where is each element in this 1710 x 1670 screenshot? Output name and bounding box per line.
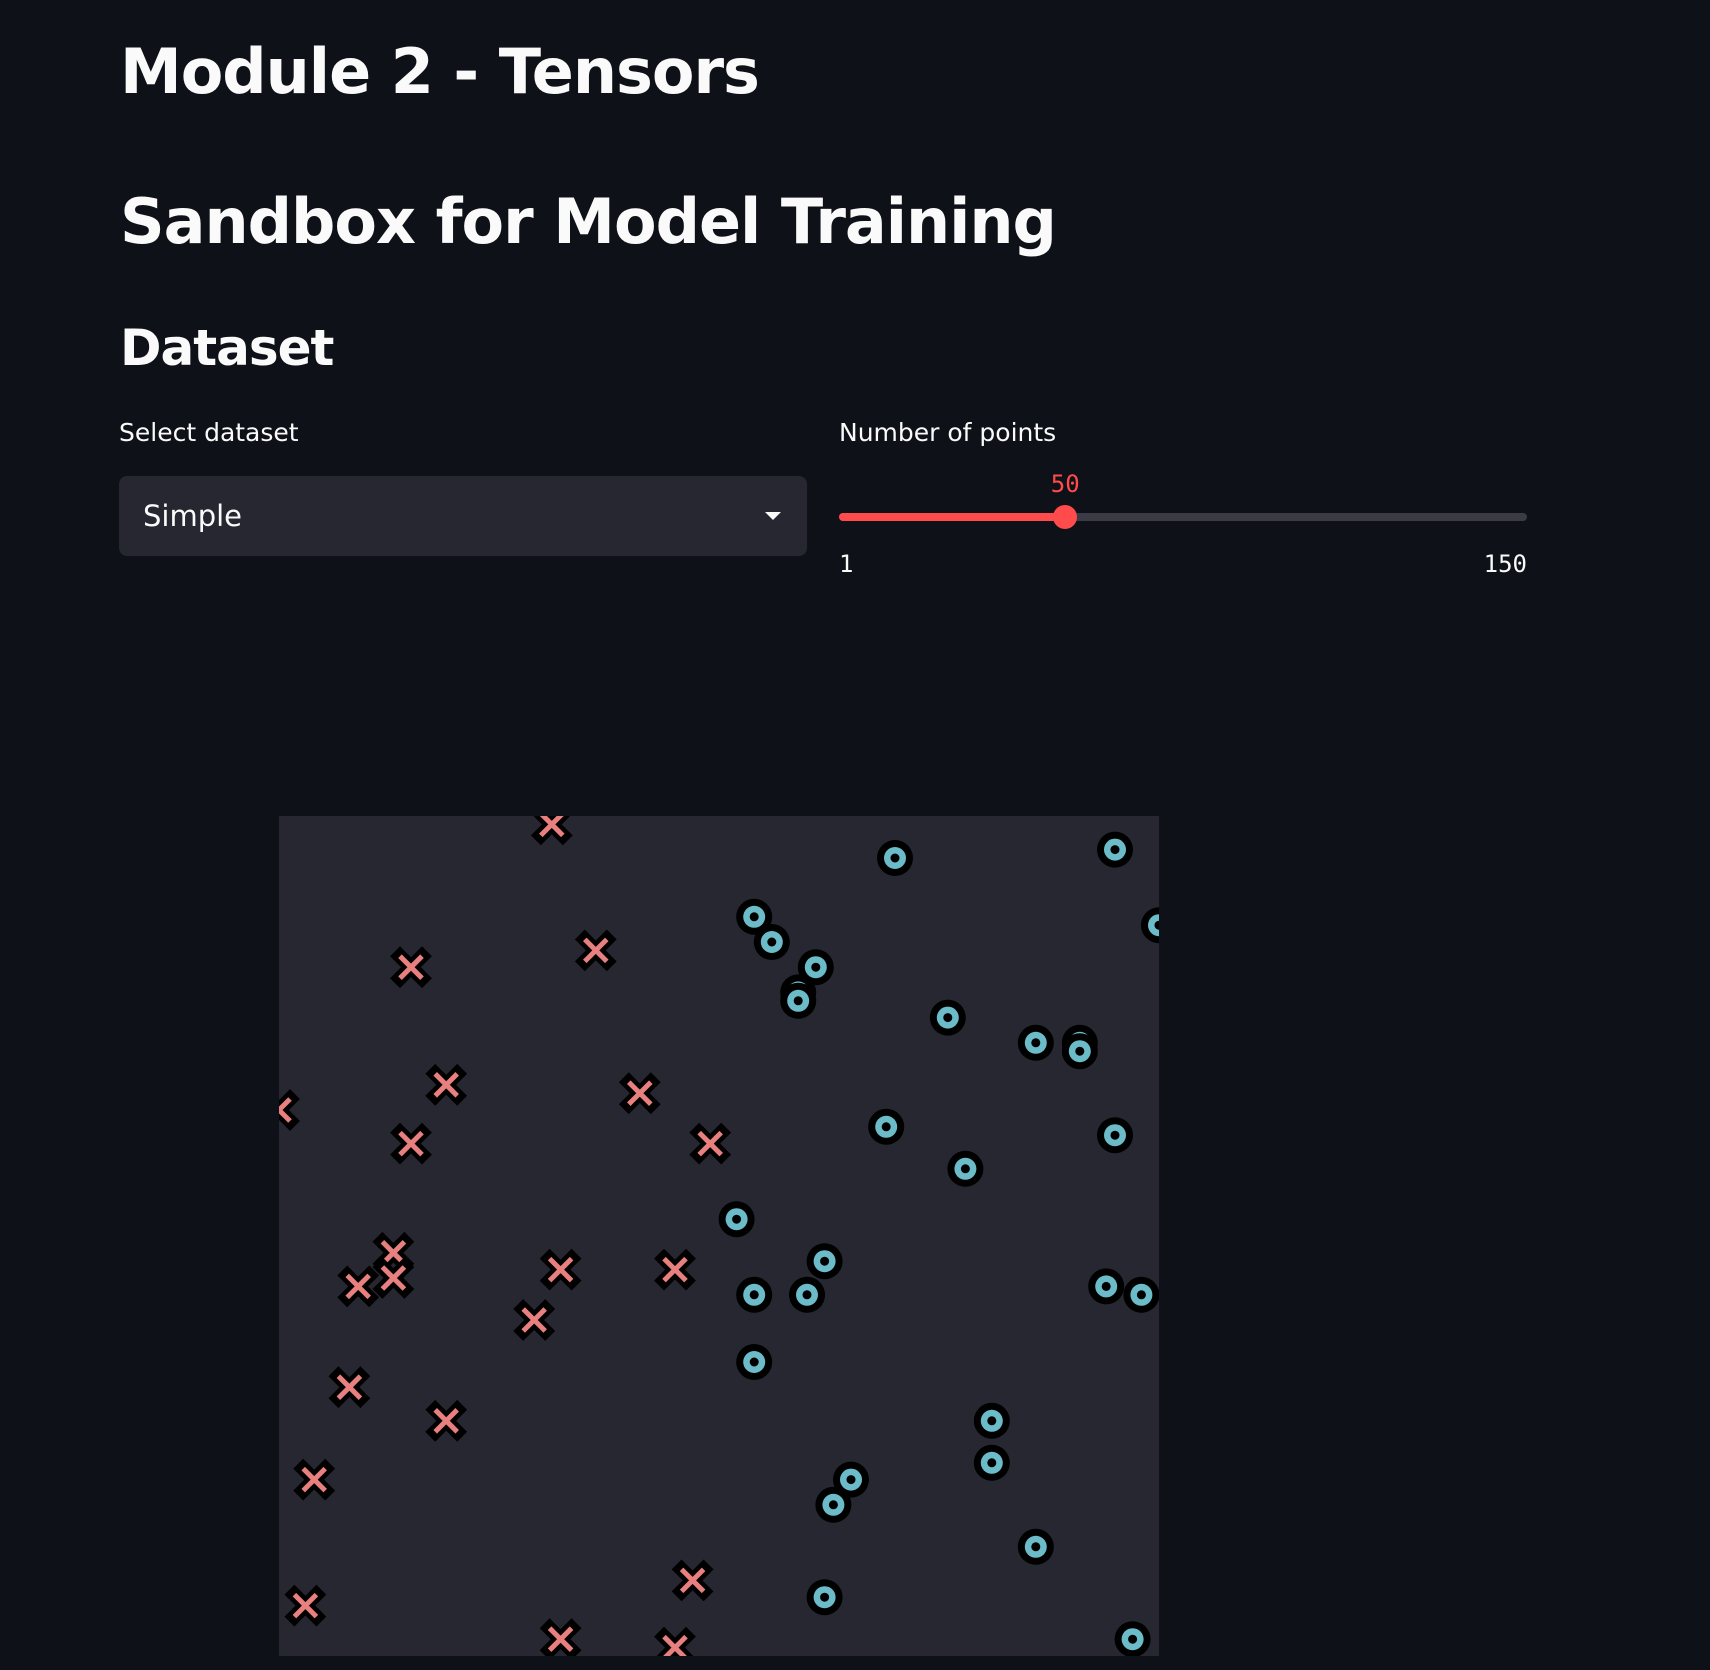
circle-point — [973, 1444, 1010, 1481]
number-of-points-label: Number of points — [839, 418, 1057, 447]
plot-background — [279, 816, 1159, 1656]
x-point — [671, 1559, 714, 1602]
x-point — [425, 1063, 468, 1106]
x-point — [337, 1265, 380, 1308]
circle-point — [877, 840, 913, 876]
circle-point — [1017, 1528, 1054, 1565]
circle-point — [1061, 1033, 1098, 1070]
x-point — [284, 1584, 327, 1627]
circle-point — [736, 898, 773, 935]
section-heading: Dataset — [120, 319, 334, 377]
circle-point — [736, 1344, 773, 1380]
x-point — [539, 1248, 582, 1291]
x-point — [513, 1299, 556, 1341]
x-point — [618, 1072, 661, 1115]
circle-point — [1123, 1276, 1159, 1313]
number-of-points-slider[interactable]: 50 1 150 — [839, 460, 1527, 580]
circle-point — [947, 1150, 984, 1187]
x-point — [390, 1122, 432, 1165]
circle-point — [815, 1486, 852, 1523]
slider-thumb[interactable] — [1053, 505, 1078, 529]
slider-track[interactable] — [839, 513, 1527, 521]
page-title: Module 2 - Tensors — [120, 35, 760, 108]
x-point — [574, 929, 617, 972]
circle-point — [806, 1243, 843, 1280]
x-point — [279, 1089, 300, 1131]
circle-point — [973, 1402, 1010, 1439]
circle-point — [1088, 1268, 1125, 1305]
x-point — [425, 1399, 468, 1442]
circle-point — [1097, 831, 1133, 868]
x-point — [372, 1231, 415, 1274]
circle-point — [797, 949, 834, 986]
circle-point — [1017, 1024, 1054, 1061]
x-point — [654, 1626, 696, 1656]
circle-point — [753, 924, 790, 960]
circle-point — [736, 1276, 773, 1313]
caret-down-icon — [765, 512, 781, 520]
x-point — [328, 1366, 371, 1409]
circle-point — [929, 999, 966, 1036]
x-point — [539, 1618, 582, 1656]
x-point — [372, 1257, 415, 1299]
circle-point — [1114, 1621, 1151, 1656]
circle-point — [789, 1276, 825, 1313]
circle-point — [833, 1461, 869, 1498]
slider-max-label: 150 — [1483, 550, 1527, 578]
circle-point — [718, 1201, 755, 1238]
x-point — [293, 1458, 336, 1501]
x-point — [390, 946, 432, 989]
slider-value: 50 — [1050, 470, 1080, 498]
x-point — [654, 1248, 696, 1291]
circle-point — [806, 1579, 843, 1616]
x-point — [530, 816, 573, 846]
x-point — [689, 1122, 732, 1165]
circle-point — [1097, 1117, 1133, 1154]
dataset-scatter-plot — [279, 816, 1159, 1656]
circle-point — [780, 982, 817, 1019]
select-dataset-label: Select dataset — [119, 418, 299, 447]
circle-point — [868, 1108, 905, 1145]
circle-point — [1141, 907, 1159, 944]
page-subtitle: Sandbox for Model Training — [120, 185, 1057, 258]
slider-fill — [839, 513, 1066, 521]
dataset-select[interactable]: Simple — [119, 476, 807, 556]
dataset-select-value: Simple — [143, 499, 243, 533]
slider-min-label: 1 — [839, 550, 854, 578]
